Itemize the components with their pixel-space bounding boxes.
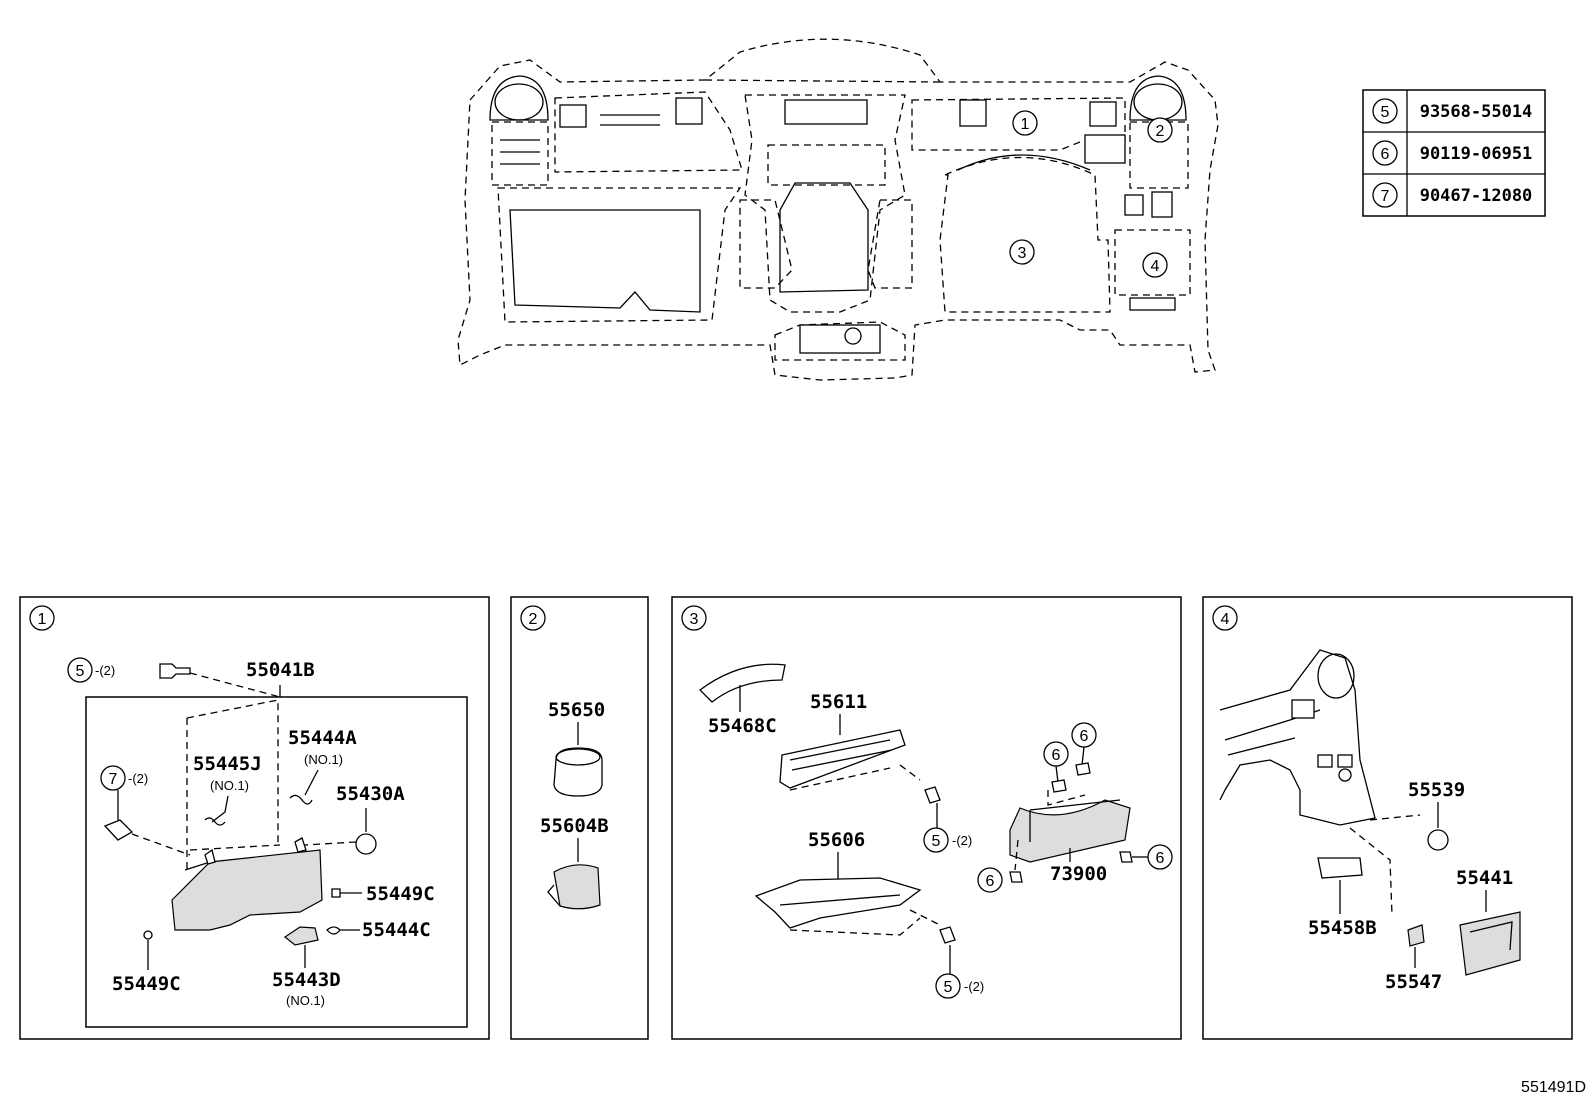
svg-text:2: 2 <box>1156 123 1165 140</box>
label-55611: 55611 <box>810 691 867 713</box>
svg-text:-(2): -(2) <box>964 979 984 994</box>
label-55468C: 55468C <box>708 715 777 737</box>
label-55441: 55441 <box>1456 867 1513 889</box>
panel-3-ref: 3 <box>690 611 699 628</box>
svg-text:7: 7 <box>109 771 118 788</box>
bolt-5-top-callout: 5 -(2) <box>923 827 972 853</box>
svg-text:-(2): -(2) <box>95 663 115 678</box>
label-55041B: 55041B <box>246 659 315 681</box>
svg-text:5: 5 <box>76 663 85 680</box>
detail-panel-3: 3 55468C 55611 5 -(2) 55606 5 -(2) <box>671 596 1182 1040</box>
screw-6-b-callout: 6 <box>1071 722 1097 748</box>
label-55444C: 55444C <box>362 919 431 941</box>
svg-text:(NO.1): (NO.1) <box>304 752 343 767</box>
legend-row-5: 5 93568-55014 <box>1372 98 1533 124</box>
panel-4-ref: 4 <box>1221 611 1230 628</box>
screw-6-a-callout: 6 <box>1043 741 1069 767</box>
svg-text:1: 1 <box>1021 116 1030 133</box>
label-55445J: 55445J <box>193 753 262 775</box>
overview-callout-4: 4 <box>1142 252 1168 278</box>
svg-text:(NO.1): (NO.1) <box>210 778 249 793</box>
label-55604B: 55604B <box>540 815 609 837</box>
fastener-legend-table: 5 93568-55014 6 90119-06951 7 90467-1208… <box>1362 89 1546 217</box>
svg-text:6: 6 <box>1052 747 1061 764</box>
panel-1-ref: 1 <box>38 611 47 628</box>
detail-panel-2: 2 55650 55604B <box>510 596 649 1040</box>
detail-panel-1: 1 5 -(2) 55041B 7 -(2) 55445J (NO.1) 554… <box>19 596 490 1040</box>
svg-text:5: 5 <box>1381 104 1390 121</box>
svg-text:3: 3 <box>1018 245 1027 262</box>
svg-text:90467-12080: 90467-12080 <box>1420 186 1533 206</box>
svg-text:5: 5 <box>944 979 953 996</box>
label-55650: 55650 <box>548 699 605 721</box>
label-55443D: 55443D <box>272 969 341 991</box>
overview-callout-3: 3 <box>1009 239 1035 265</box>
label-55430A: 55430A <box>336 783 405 805</box>
label-55458B: 55458B <box>1308 917 1377 939</box>
svg-text:(NO.1): (NO.1) <box>286 993 325 1008</box>
overview-callout-2: 2 <box>1147 117 1173 143</box>
svg-text:4: 4 <box>1151 258 1160 275</box>
label-55606: 55606 <box>808 829 865 851</box>
svg-text:93568-55014: 93568-55014 <box>1420 102 1533 122</box>
svg-text:6: 6 <box>1381 146 1390 163</box>
overview-callout-1: 1 <box>1012 110 1038 136</box>
screw-6-c-callout: 6 <box>977 867 1003 893</box>
svg-text:7: 7 <box>1381 188 1390 205</box>
label-73900: 73900 <box>1050 863 1107 885</box>
legend-row-7: 7 90467-12080 <box>1372 182 1533 208</box>
panel-2-ref: 2 <box>529 611 538 628</box>
label-55449C-left: 55449C <box>112 973 181 995</box>
svg-text:-(2): -(2) <box>952 833 972 848</box>
svg-text:5: 5 <box>932 833 941 850</box>
svg-text:90119-06951: 90119-06951 <box>1420 144 1533 164</box>
svg-text:-(2): -(2) <box>128 771 148 786</box>
dashboard-overview: 1 2 3 4 <box>457 38 1219 381</box>
clip-7-callout: 7 -(2) <box>100 765 148 791</box>
label-55444A: 55444A <box>288 727 357 749</box>
screw-6-d-callout: 6 <box>1147 844 1173 870</box>
label-55539: 55539 <box>1408 779 1465 801</box>
label-55449C-right: 55449C <box>366 883 435 905</box>
diagram-id: 551491D <box>1521 1079 1586 1096</box>
svg-text:6: 6 <box>986 873 995 890</box>
svg-text:6: 6 <box>1080 728 1089 745</box>
svg-text:6: 6 <box>1156 850 1165 867</box>
label-55547: 55547 <box>1385 971 1442 993</box>
bolt-5-callout: 5 -(2) <box>67 657 115 683</box>
legend-row-6: 6 90119-06951 <box>1372 140 1533 166</box>
detail-panel-4: 4 55539 55458B 55547 55441 <box>1202 596 1573 1040</box>
bolt-5-bottom-callout: 5 -(2) <box>935 973 984 999</box>
